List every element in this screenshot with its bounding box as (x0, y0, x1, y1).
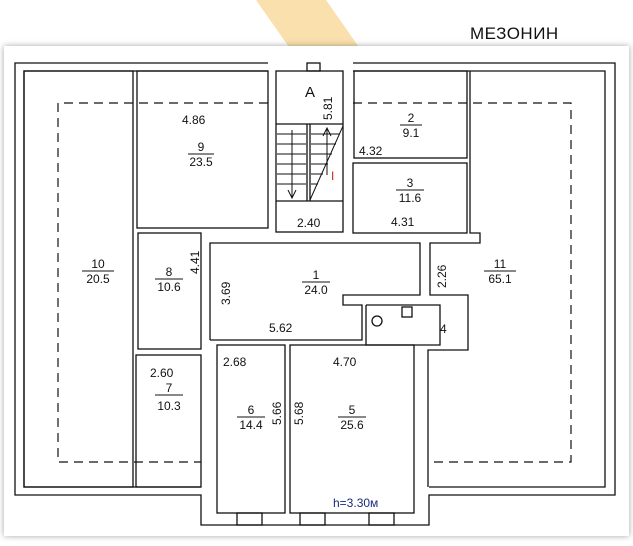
dim-r2-width: 4.32 (359, 144, 383, 158)
dim-r3-width: 4.31 (391, 215, 415, 229)
room-1 (209, 242, 421, 341)
room-8 (137, 232, 202, 350)
room-1-area: 24.0 (304, 283, 328, 297)
dim-r9-width: 4.86 (182, 113, 206, 127)
stair-block (275, 70, 344, 233)
dim-stair-width: 2.40 (297, 216, 321, 230)
room-5-number: 5 (349, 403, 356, 417)
mezzanine-outline (57, 102, 268, 463)
room-11-number: 11 (494, 257, 507, 271)
ceiling-height: h=3.30м (333, 496, 378, 510)
floor-plan-panel (4, 46, 629, 536)
room-3-area: 11.6 (399, 191, 422, 205)
room-4 (365, 304, 441, 346)
room-6-area: 14.4 (239, 418, 263, 432)
room-5-area: 25.6 (340, 418, 364, 432)
toilet-icon (371, 315, 383, 327)
room-7-area: 10.3 (157, 399, 181, 413)
dim-r5-height: 5.68 (292, 401, 306, 425)
room-4-number: 4 (440, 322, 447, 336)
stair-label: А (305, 84, 315, 101)
room-2-number: 2 (408, 111, 415, 125)
floor-title: МЕЗОНИН (470, 24, 559, 43)
room-10-number: 10 (91, 257, 105, 271)
room-2-area: 9.1 (403, 126, 420, 140)
room-9-number: 9 (198, 140, 205, 154)
room-2 (353, 70, 468, 159)
stair-mark: I (331, 169, 334, 183)
room-10 (23, 70, 134, 488)
room-8-area: 10.6 (157, 280, 181, 294)
dim-corridor: 2.26 (435, 264, 449, 288)
staircase (277, 124, 344, 201)
room-11 (427, 71, 481, 487)
room-9-area: 23.5 (189, 155, 213, 169)
room-6-number: 6 (248, 403, 255, 417)
room-8-number: 8 (166, 265, 173, 279)
sink-icon (401, 306, 413, 318)
dim-r1-width: 5.62 (269, 321, 293, 335)
room-3 (352, 162, 468, 234)
room-7 (135, 354, 202, 488)
dim-r1-height: 3.69 (219, 281, 233, 305)
room-11-area: 65.1 (488, 272, 512, 286)
dim-r6-width: 2.68 (223, 355, 247, 369)
room-5 (289, 344, 415, 514)
room-3-number: 3 (407, 176, 414, 190)
room-10-area: 20.5 (86, 272, 110, 286)
room-9 (136, 70, 269, 229)
dim-stair-length: 5.81 (321, 96, 335, 120)
room-7-number: 7 (166, 381, 173, 395)
dim-r5-width: 4.70 (333, 355, 357, 369)
dim-r8-height: 4.41 (188, 250, 202, 274)
dim-r6-height: 5.66 (270, 401, 284, 425)
dim-r7-width: 2.60 (150, 366, 174, 380)
room-1-number: 1 (313, 268, 320, 282)
